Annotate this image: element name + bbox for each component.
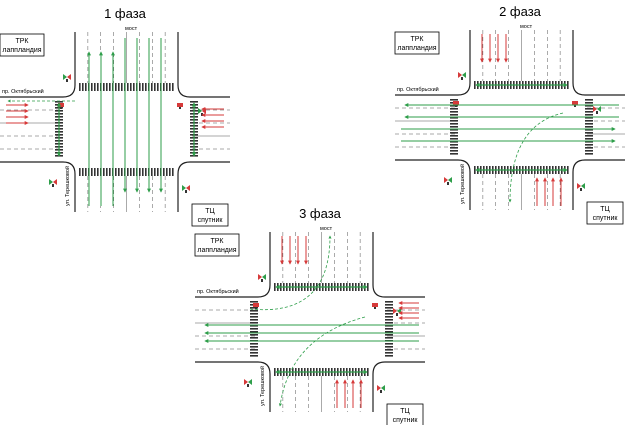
traffic-light-icon — [258, 274, 266, 282]
turn-path — [278, 316, 366, 407]
traffic-light-icon — [393, 308, 401, 316]
label-sputnik: спутник — [593, 215, 619, 222]
traffic-light-icon — [593, 106, 601, 114]
label-box-tc: ТЦ спутник — [191, 203, 229, 227]
label-bridge: мост — [125, 26, 138, 32]
traffic-light-icon — [49, 179, 57, 187]
crosswalk-west — [450, 99, 458, 155]
label-bridge: мост — [520, 24, 533, 30]
crosswalk-west — [250, 301, 258, 357]
label-box-tc: ТЦ спутник — [386, 403, 424, 425]
label-lappland: лаппландия — [397, 45, 436, 52]
lane-markings — [395, 30, 625, 210]
label-tc: ТЦ — [400, 408, 410, 415]
label-sputnik: спутник — [393, 417, 419, 424]
label-sputnik: спутник — [198, 217, 224, 224]
lane-markings — [195, 232, 425, 412]
label-tereshkova: ул. Терешковой — [64, 166, 71, 206]
pedestrian-light-icon — [372, 303, 378, 309]
pedestrian-light-icon — [453, 101, 459, 107]
traffic-light-icon — [63, 74, 71, 82]
road-edges — [195, 232, 425, 412]
label-oktyabrsky: пр. Октябрьский — [397, 86, 439, 93]
label-box-trk: ТРК лаппландия — [194, 233, 240, 257]
label-box-trk: ТРК лаппландия — [0, 33, 45, 57]
label-tc: ТЦ — [205, 208, 215, 215]
vehicle-movements — [204, 235, 419, 408]
label-box-trk: ТРК лаппландия — [394, 31, 440, 55]
vehicle-movements — [6, 38, 224, 206]
traffic-light-icon — [182, 185, 190, 193]
label-trk: ТРК — [210, 238, 224, 245]
crosswalk-east — [385, 301, 393, 357]
pedestrian-light-icon — [572, 101, 578, 107]
crosswalk-north — [79, 83, 174, 91]
pedestrian-light-icon — [253, 303, 259, 309]
traffic-light-icon — [244, 379, 252, 387]
traffic-light-icon — [377, 385, 385, 393]
phase-title: 2 фаза — [499, 4, 542, 19]
label-tereshkova: ул. Терешковой — [459, 164, 466, 204]
turn-path — [249, 235, 332, 311]
traffic-light-icon — [444, 177, 452, 185]
phase-title: 3 фаза — [299, 206, 342, 221]
label-trk: ТРК — [410, 36, 424, 43]
traffic-light-icon — [577, 183, 585, 191]
crosswalk-east — [585, 99, 593, 155]
crosswalk-south — [79, 168, 174, 176]
label-bridge: мост — [320, 226, 333, 232]
label-oktyabrsky: пр. Октябрьский — [2, 88, 44, 95]
phase-title: 1 фаза — [104, 6, 147, 21]
pedestrian-light-icon — [177, 103, 183, 109]
vehicle-movements — [401, 34, 619, 206]
label-trk: ТРК — [15, 38, 29, 45]
road-edges — [395, 30, 625, 210]
label-tereshkova: ул. Терешковой — [259, 366, 266, 406]
traffic-light-icon — [458, 72, 466, 80]
label-oktyabrsky: пр. Октябрьский — [197, 288, 239, 295]
label-lappland: лаппландия — [197, 247, 236, 254]
label-lappland: лаппландия — [2, 47, 41, 54]
road-edges — [0, 32, 230, 212]
lane-markings — [0, 32, 230, 212]
label-box-tc: ТЦ спутник — [586, 201, 624, 225]
turn-path — [508, 112, 564, 203]
label-tc: ТЦ — [600, 206, 610, 213]
